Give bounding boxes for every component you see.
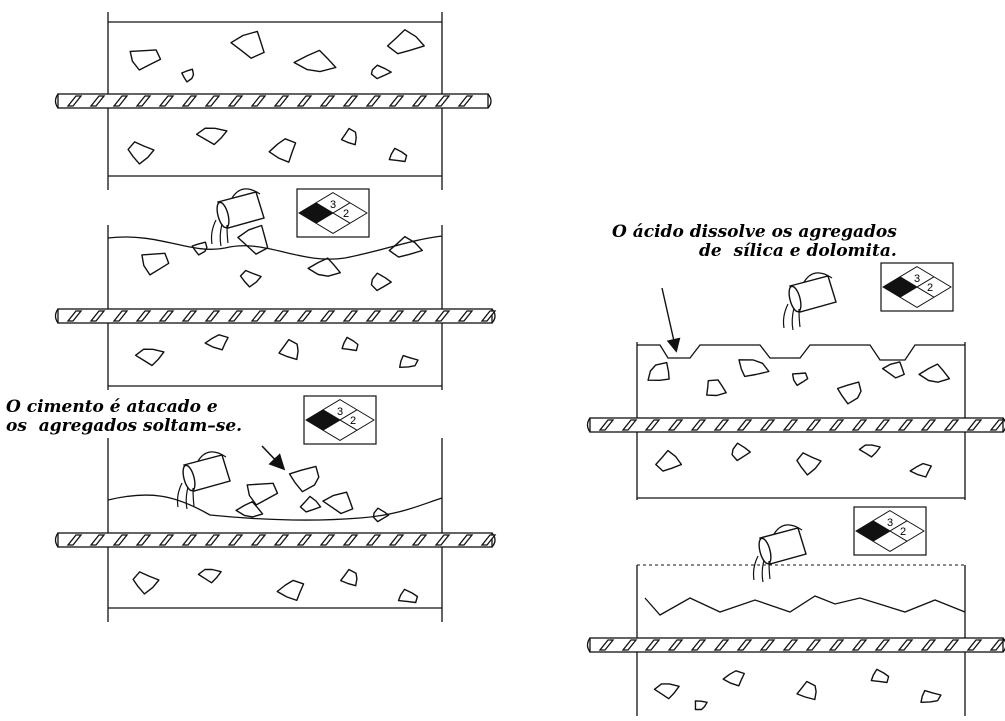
hazard-right-number: 2 — [350, 415, 356, 427]
rebar-icon — [56, 94, 492, 108]
aggregate-icon — [732, 443, 750, 460]
arrow-icon — [262, 446, 283, 468]
hazard-top-number: 3 — [914, 273, 920, 285]
aggregate-icon — [142, 253, 169, 275]
aggregate-icon — [342, 337, 358, 350]
aggregate-icon — [342, 129, 357, 145]
bucket-icon — [178, 452, 231, 509]
aggregate-icon — [797, 682, 816, 700]
aggregate-icon — [133, 572, 159, 594]
panel-aggregates-dissolved — [588, 342, 1005, 500]
hazard-right-number: 2 — [900, 526, 906, 538]
rebar-icon — [588, 638, 1005, 652]
aggregate-icon — [400, 356, 418, 368]
aggregate-icon — [130, 50, 160, 70]
aggregate-icon — [655, 684, 680, 699]
hazard-diamond-icon: 32 — [304, 396, 376, 444]
hazard-right-number: 2 — [927, 282, 933, 294]
rebar-icon — [56, 533, 496, 547]
arrow-icon — [662, 288, 676, 350]
aggregate-icon — [871, 669, 888, 682]
aggregate-icon — [231, 31, 264, 58]
aggregate-icon — [707, 380, 727, 396]
aggregate-icon — [300, 496, 320, 512]
aggregate-icon — [341, 570, 357, 586]
aggregate-icon — [793, 373, 808, 385]
aggregate-icon — [859, 445, 880, 457]
aggregate-icon — [205, 335, 228, 350]
rebar-icon — [588, 418, 1005, 432]
bucket-icon — [754, 525, 807, 582]
aggregate-icon — [323, 492, 353, 513]
aggregate-icon — [389, 148, 406, 161]
aggregate-icon — [389, 237, 422, 258]
hazard-diamond-icon: 32 — [297, 189, 369, 237]
aggregate-icon — [371, 273, 391, 290]
hazard-top-number: 3 — [337, 406, 343, 418]
hazard-right-number: 2 — [343, 208, 349, 220]
aggregate-icon — [797, 453, 821, 475]
hazard-top-number: 3 — [330, 199, 336, 211]
hazard-top-number: 3 — [887, 517, 893, 529]
aggregate-icon — [277, 580, 303, 600]
aggregate-icon — [197, 128, 227, 144]
caption-cement-attacked: O cimento é atacado e os agregados solta… — [6, 398, 242, 436]
aggregate-icon — [399, 589, 418, 602]
aggregate-icon — [838, 382, 861, 404]
aggregate-icon — [656, 451, 682, 472]
panel-acid-poured — [56, 225, 496, 390]
aggregate-icon — [279, 340, 298, 360]
panel-intact — [56, 12, 492, 190]
eroded-surface — [645, 596, 965, 615]
aggregate-icon — [919, 364, 949, 382]
aggregate-icon — [128, 142, 154, 164]
hazard-diamond-icon: 32 — [881, 263, 953, 311]
aggregate-icon — [294, 50, 336, 71]
bucket-icon — [784, 273, 837, 330]
aggregate-icon — [388, 30, 425, 54]
rebar-icon — [56, 309, 496, 323]
aggregate-icon — [238, 226, 268, 255]
panel-cement-attacked — [56, 438, 496, 622]
aggregate-icon — [910, 464, 931, 477]
concrete-surface — [108, 495, 442, 608]
aggregate-icon — [136, 349, 164, 365]
panel-final-erosion — [588, 565, 1005, 716]
aggregate-icon — [921, 691, 941, 703]
caption-acid-dissolves: O ácido dissolve os agregados de sílica … — [612, 223, 897, 261]
aggregate-icon — [648, 363, 669, 381]
aggregate-icon — [371, 65, 391, 78]
aggregate-icon — [182, 69, 194, 82]
aggregate-icon — [269, 139, 295, 162]
aggregate-icon — [241, 271, 262, 287]
hazard-diamond-icon: 32 — [854, 507, 926, 555]
aggregate-icon — [308, 258, 340, 276]
aggregate-icon — [723, 671, 744, 686]
aggregate-icon — [739, 360, 769, 377]
aggregate-icon — [290, 466, 319, 491]
aggregate-icon — [883, 362, 905, 378]
aggregate-icon — [695, 701, 707, 710]
aggregate-icon — [198, 570, 221, 583]
